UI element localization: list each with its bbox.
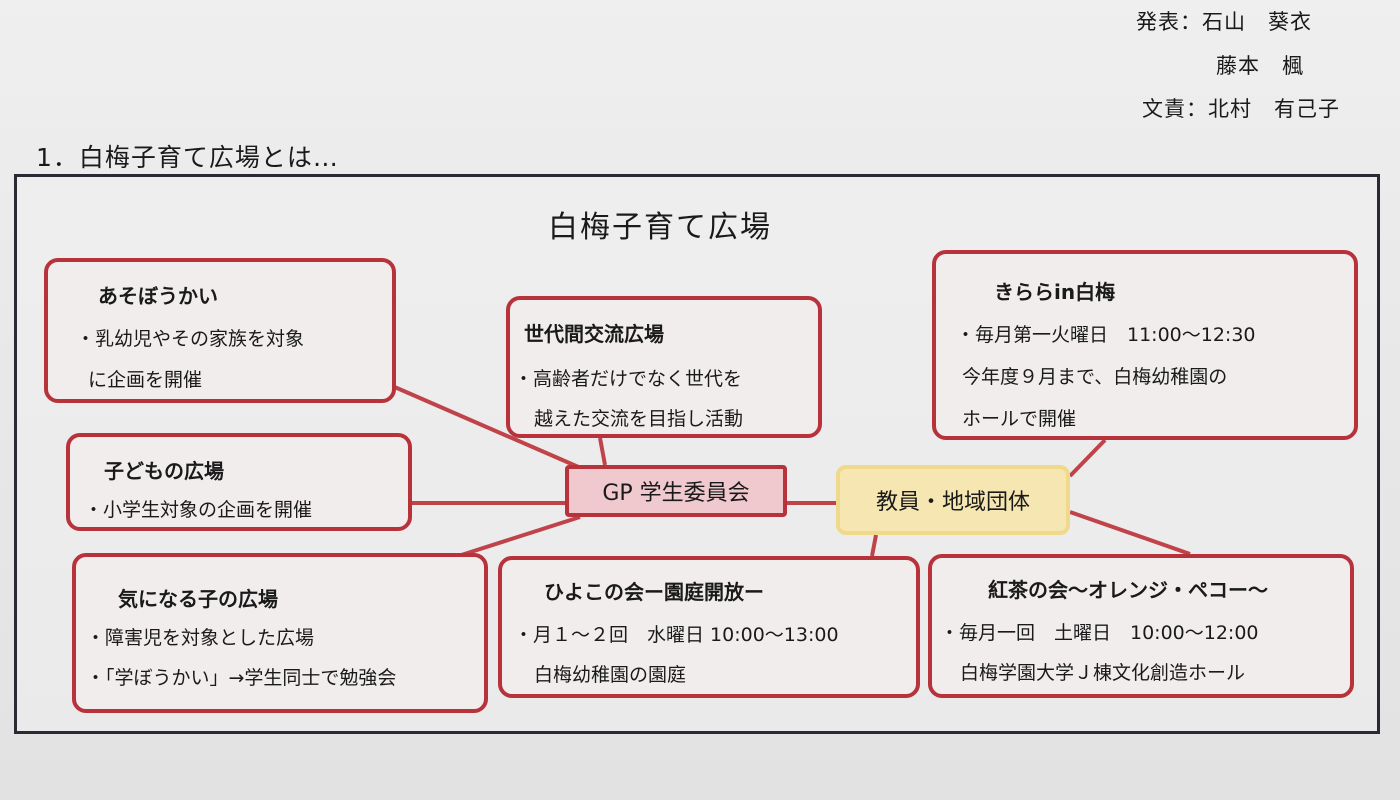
koucha-line-2: 白梅学園大学Ｊ棟文化創造ホール	[960, 662, 1246, 684]
diagram-title: 白梅子育て広場	[548, 210, 772, 245]
asobou-box: あそぼうかい ・乳幼児やその家族を対象 に企画を開催	[44, 258, 396, 403]
kirara-box: きららin白梅 ・毎月第一火曜日 11:00～12:30 今年度９月まで、白梅幼…	[932, 250, 1358, 440]
kininaru-line-2: ・「学ぼうかい」→学生同士で勉強会	[86, 667, 397, 689]
asobou-line-2: に企画を開催	[88, 369, 203, 391]
koucha-line-1: ・毎月一回 土曜日 10:00～12:00	[940, 622, 1259, 644]
link-kyoin-hiyoko	[870, 534, 878, 557]
hiyoko-title: ひよこの会ー園庭開放ー	[544, 580, 764, 604]
asobou-title: あそぼうかい	[98, 284, 218, 308]
sedaikan-line-2: 越えた交流を目指し活動	[534, 408, 744, 430]
presenter-line-2: 藤本 楓	[1216, 54, 1304, 78]
presenter-line-3: 文責：北村 有己子	[1142, 97, 1340, 121]
link-kyoin-koucha	[1069, 510, 1191, 556]
section-heading: 1．白梅子育て広場とは…	[36, 143, 339, 172]
kodomo-box: 子どもの広場 ・小学生対象の企画を開催	[66, 433, 412, 531]
kininaru-box: 気になる子の広場 ・障害児を対象とした広場 ・「学ぼうかい」→学生同士で勉強会	[72, 553, 488, 713]
kirara-line-2: 今年度９月まで、白梅幼稚園の	[962, 366, 1228, 388]
kirara-line-1: ・毎月第一火曜日 11:00～12:30	[956, 324, 1256, 346]
sedaikan-line-1: ・高齢者だけでなく世代を	[514, 368, 743, 390]
kodomo-line-1: ・小学生対象の企画を開催	[84, 499, 313, 521]
kirara-line-3: ホールで開催	[962, 408, 1077, 430]
kirara-title: きららin白梅	[994, 280, 1116, 304]
hiyoko-line-1: ・月１～２回 水曜日 10:00～13:00	[514, 624, 839, 646]
gp-student-committee-hub: GP 学生委員会	[565, 465, 787, 517]
sedaikan-title: 世代間交流広場	[524, 322, 664, 346]
hiyoko-line-2: 白梅幼稚園の園庭	[534, 664, 687, 686]
koucha-title: 紅茶の会～オレンジ・ペコー～	[988, 578, 1268, 602]
link-kyoin-kirara	[1068, 438, 1107, 478]
link-asobou-gp	[389, 383, 591, 474]
link-kininaru-gp	[451, 515, 581, 560]
kininaru-line-1: ・障害児を対象とした広場	[86, 627, 315, 649]
hiyoko-box: ひよこの会ー園庭開放ー ・月１～２回 水曜日 10:00～13:00 白梅幼稚園…	[498, 556, 920, 698]
sedaikan-box: 世代間交流広場 ・高齢者だけでなく世代を 越えた交流を目指し活動	[506, 296, 822, 438]
presenter-line-1: 発表：石山 葵衣	[1136, 10, 1312, 34]
kininaru-title: 気になる子の広場	[118, 587, 278, 611]
kodomo-title: 子どもの広場	[104, 459, 224, 483]
link-sedaikan-gp	[598, 437, 607, 466]
asobou-line-1: ・乳幼児やその家族を対象	[76, 328, 305, 350]
faculty-community-hub: 教員・地域団体	[836, 465, 1070, 535]
koucha-box: 紅茶の会～オレンジ・ペコー～ ・毎月一回 土曜日 10:00～12:00 白梅学…	[928, 554, 1354, 698]
